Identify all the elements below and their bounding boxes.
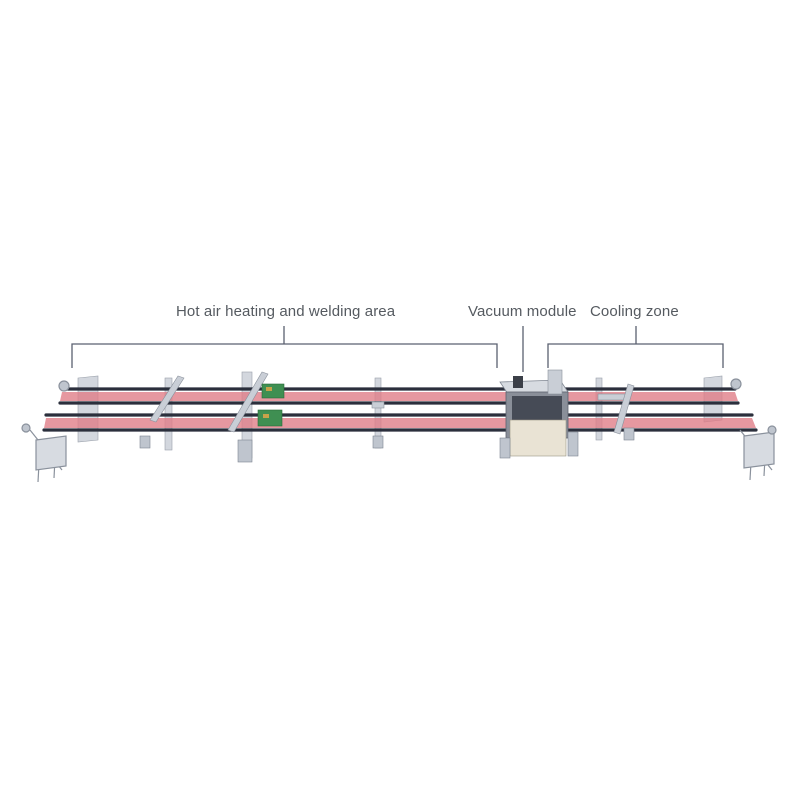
cooling-zone-label: Cooling zone [590,303,679,320]
right-end-assembly [730,378,777,481]
pcb-boards [257,383,285,427]
cross-supports [149,371,635,435]
left-end-assembly [21,380,70,483]
conveyor-belts [44,392,756,428]
heating-zone-label: Hot air heating and welding area [176,303,396,320]
vacuum-zone-label: Vacuum module [468,303,577,320]
vacuum-module [499,369,579,459]
cooling-zone-bracket [547,326,724,368]
heating-zone-bracket [71,326,498,368]
front-feet [139,427,635,463]
